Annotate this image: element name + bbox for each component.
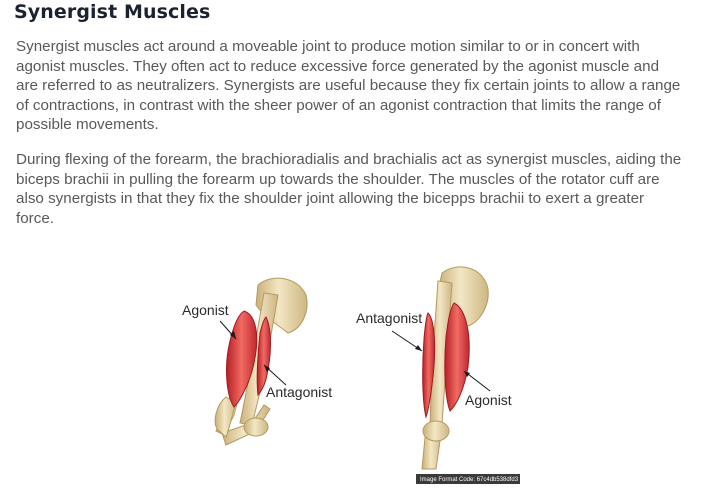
label-right-agonist: Agonist [465,392,512,408]
image-code-text: Image Format Code: 67c4db538dfd3 [420,477,519,483]
page-heading: Synergist Muscles [14,1,211,23]
paragraph-forearm-example: During flexing of the forearm, the brach… [16,151,682,227]
image-code-badge [416,474,520,484]
arm-muscles-illustration: Agonist Antagonist Antagonist Agonist Im… [160,255,560,490]
label-right-antagonist: Antagonist [356,310,422,326]
right-arm-extended [421,266,489,470]
left-arm-flexed [214,277,308,446]
label-left-agonist: Agonist [182,302,229,318]
label-left-antagonist: Antagonist [266,384,332,400]
paragraph-synergist-definition: Synergist muscles act around a moveable … [16,38,681,133]
